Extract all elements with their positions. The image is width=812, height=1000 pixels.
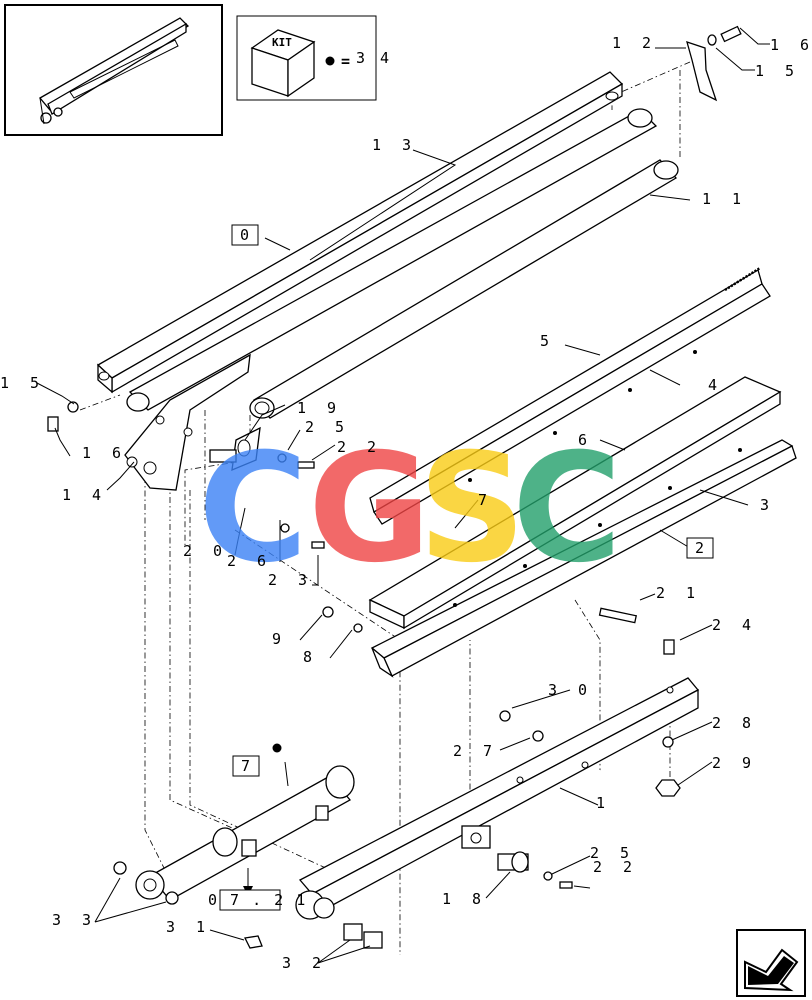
kit-bullet-icon	[325, 56, 335, 66]
label-25-top: 2 5	[305, 418, 350, 436]
part-1-lower-beam	[295, 677, 700, 920]
label-6: 6	[578, 431, 593, 449]
part-13-upper-channel	[96, 71, 624, 394]
leader-lines	[36, 27, 770, 964]
ref-box-0: 0	[240, 226, 255, 244]
part-6-flat-bar	[368, 376, 782, 630]
ref-box-7: 7	[241, 757, 256, 775]
part-4-5-knife	[369, 266, 771, 525]
label-1: 1	[596, 794, 611, 812]
label-16-left: 1 6	[82, 444, 127, 462]
small-parts	[47, 25, 742, 949]
label-3: 3	[760, 496, 775, 514]
label-24: 2 4	[712, 616, 757, 634]
watermark-letter-s: S	[418, 422, 526, 596]
reference-boxes: 0 2 7 0 7 . 2 1	[208, 224, 714, 911]
label-9: 9	[272, 630, 287, 648]
label-20: 2 0	[183, 542, 228, 560]
watermark-letter-c2: C	[512, 422, 622, 596]
part-11-rollers	[126, 108, 679, 419]
watermark-letter-c1: C	[198, 422, 308, 596]
watermark: C G S C	[198, 422, 622, 596]
label-14: 1 4	[62, 486, 107, 504]
ref-page: 0 7 . 2 1	[208, 891, 307, 909]
kit-label: KIT	[272, 36, 292, 49]
label-22-bottom: 2 2	[593, 858, 638, 876]
kit-bullet-icon	[272, 743, 282, 753]
label-8: 8	[303, 648, 318, 666]
part-3-channel	[370, 439, 797, 678]
part-labels: 1 2 1 6 1 5 1 3 1 1 1 5 1 6 1 4 1 9 2 5 …	[0, 34, 812, 972]
label-12: 1 2	[612, 34, 657, 52]
label-33: 3 3	[52, 911, 97, 929]
label-5: 5	[540, 332, 555, 350]
label-23: 2 3	[268, 571, 313, 589]
label-27: 2 7	[453, 742, 498, 760]
label-15-top: 1 5	[755, 62, 800, 80]
label-30: 3 0	[548, 681, 593, 699]
label-26: 2 6	[227, 552, 272, 570]
label-19: 1 9	[297, 399, 342, 417]
next-page-arrow-icon[interactable]	[736, 929, 806, 997]
label-28: 2 8	[712, 714, 757, 732]
label-25-bottom: 2 5	[590, 844, 635, 862]
part-14-side-plate	[124, 353, 251, 491]
kit-equals: =	[341, 52, 356, 70]
ref-box-2: 2	[695, 539, 710, 557]
label-13: 1 3	[372, 136, 417, 154]
label-4: 4	[708, 376, 723, 394]
label-18: 1 8	[442, 890, 487, 908]
label-31: 3 1	[166, 918, 211, 936]
overview-thumbnail	[4, 4, 223, 136]
label-11: 1 1	[702, 190, 747, 208]
kit-number: 3 4	[356, 49, 392, 67]
watermark-letter-g: G	[308, 422, 431, 596]
label-15-left: 1 5	[0, 374, 45, 392]
part-7-cylinder	[135, 743, 355, 901]
label-22-top: 2 2	[337, 438, 382, 456]
label-16-top: 1 6	[770, 36, 812, 54]
label-7: 7	[478, 491, 493, 509]
label-21: 2 1	[656, 584, 701, 602]
label-32: 3 2	[282, 954, 327, 972]
kit-legend: KIT = 3 4	[236, 15, 392, 101]
label-29: 2 9	[712, 754, 757, 772]
